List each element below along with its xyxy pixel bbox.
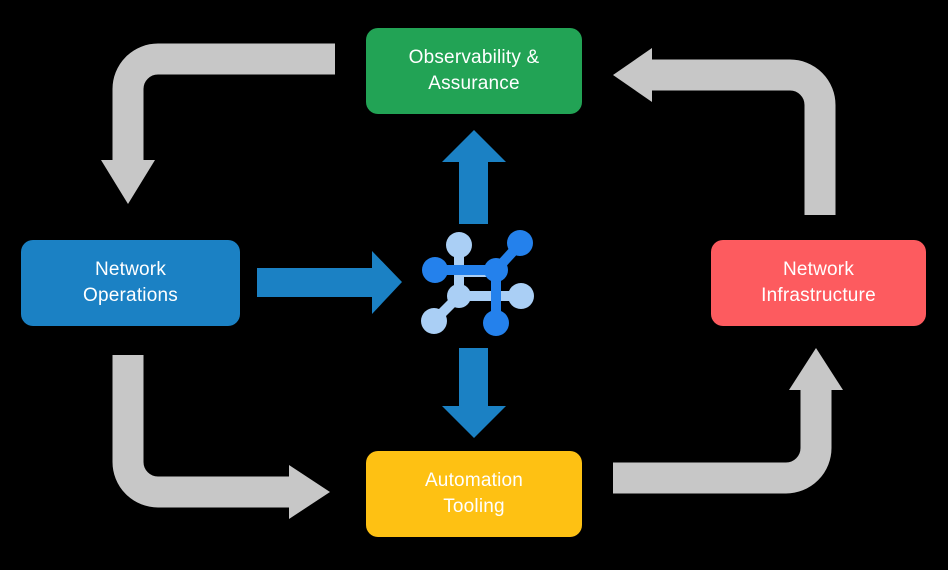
network-topology-icon	[421, 230, 534, 336]
node-network-operations-label: Network Operations	[83, 259, 178, 306]
arrow-network-infrastructure-to-observability	[613, 48, 836, 215]
node-observability-assurance[interactable]: Observability & Assurance	[366, 28, 582, 114]
arrow-automation-tooling-to-network-infrastructure	[613, 348, 843, 494]
node-automation-tooling[interactable]: Automation Tooling	[366, 451, 582, 537]
arrow-network-operations-to-center	[257, 251, 402, 314]
node-network-infrastructure[interactable]: Network Infrastructure	[711, 240, 926, 326]
node-observability-assurance-label: Observability & Assurance	[408, 47, 540, 94]
arrow-network-operations-to-automation-tooling	[112, 355, 330, 519]
arrow-center-to-automation-tooling	[442, 348, 506, 438]
node-network-infrastructure-label: Network Infrastructure	[761, 259, 876, 306]
arrow-observability-to-network-operations	[101, 43, 335, 204]
node-network-operations[interactable]: Network Operations	[21, 240, 240, 326]
node-automation-tooling-label: Automation Tooling	[424, 470, 524, 517]
arrow-center-to-observability	[442, 130, 506, 224]
